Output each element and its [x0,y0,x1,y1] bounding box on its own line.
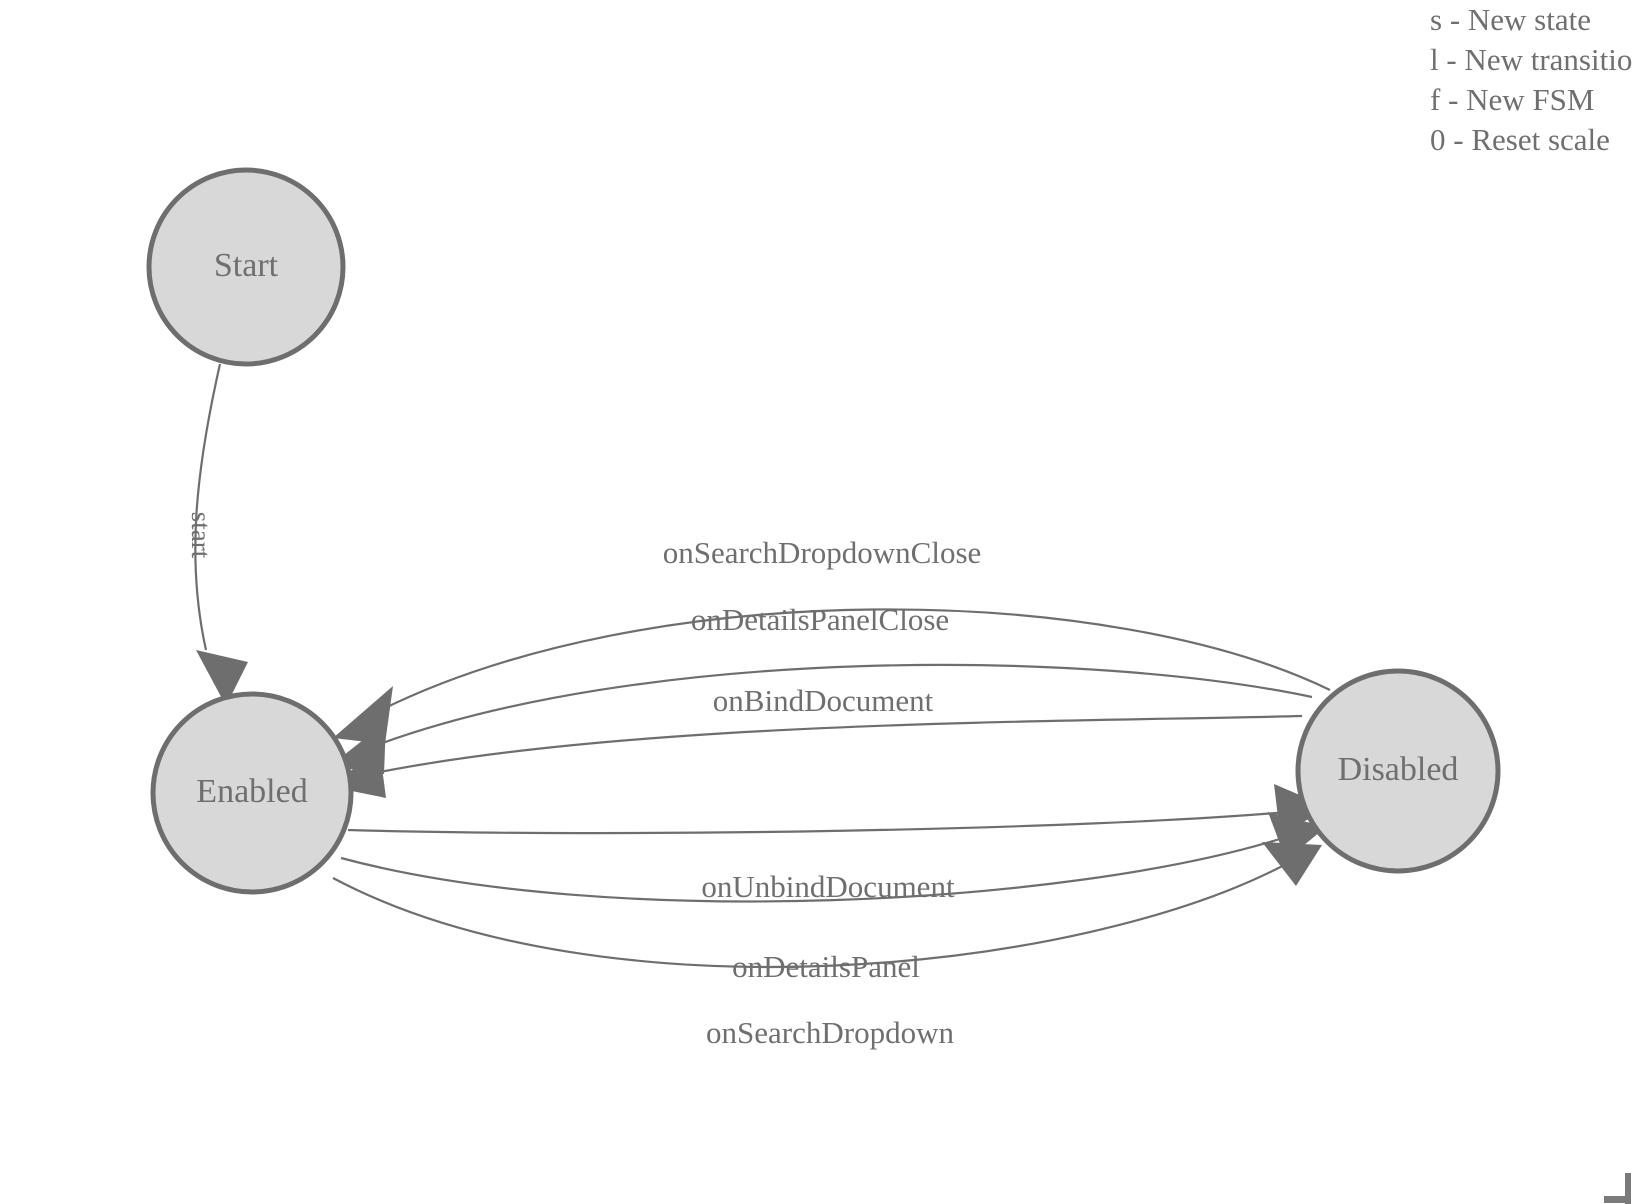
edge-ondetailspanelclose-path [368,663,1313,750]
vertical-scrollbar-thumb[interactable] [1625,1173,1631,1204]
node-enabled-label: Enabled [196,773,307,810]
edge-start-enabled-arrowhead [196,650,248,706]
horizontal-scrollbar-thumb[interactable] [1604,1196,1626,1203]
node-start-label: Start [214,247,279,284]
edge-label-start: start [186,512,216,559]
node-disabled-label: Disabled [1338,751,1459,788]
edge-onsearchdropdown-path [332,861,1291,969]
edge-onsearchdropdown[interactable]: onSearchDropdown [332,842,1322,1050]
node-disabled-circle[interactable] [1295,668,1501,874]
edge-onsearchdropdown-arrowhead [1262,842,1322,886]
edge-label-ondetailspanelclose: onDetailsPanelClose [691,602,949,637]
edge-start-enabled-path [194,363,222,651]
edge-label-onbinddocument: onBindDocument [713,683,934,718]
node-disabled[interactable]: Disabled [1295,668,1501,874]
edge-onbinddocument[interactable]: onBindDocument [327,683,1303,798]
edge-label-onsearchdropdown: onSearchDropdown [706,1015,954,1050]
node-start-circle[interactable] [146,167,346,367]
edge-label-onsearchdropdownclose: onSearchDropdownClose [663,535,982,570]
edge-start-enabled[interactable]: start [186,363,248,706]
node-start[interactable]: Start [146,167,346,367]
edge-onbinddocument-path [364,714,1303,777]
edge-onsearchdropdownclose-path [376,608,1331,713]
edge-onunbinddocument-path [347,810,1289,835]
node-enabled[interactable]: Enabled [150,691,354,895]
node-enabled-circle[interactable] [150,691,354,895]
edge-label-onunbinddocument: onUnbindDocument [701,869,955,904]
edge-ondetailspanel-path [340,836,1284,903]
